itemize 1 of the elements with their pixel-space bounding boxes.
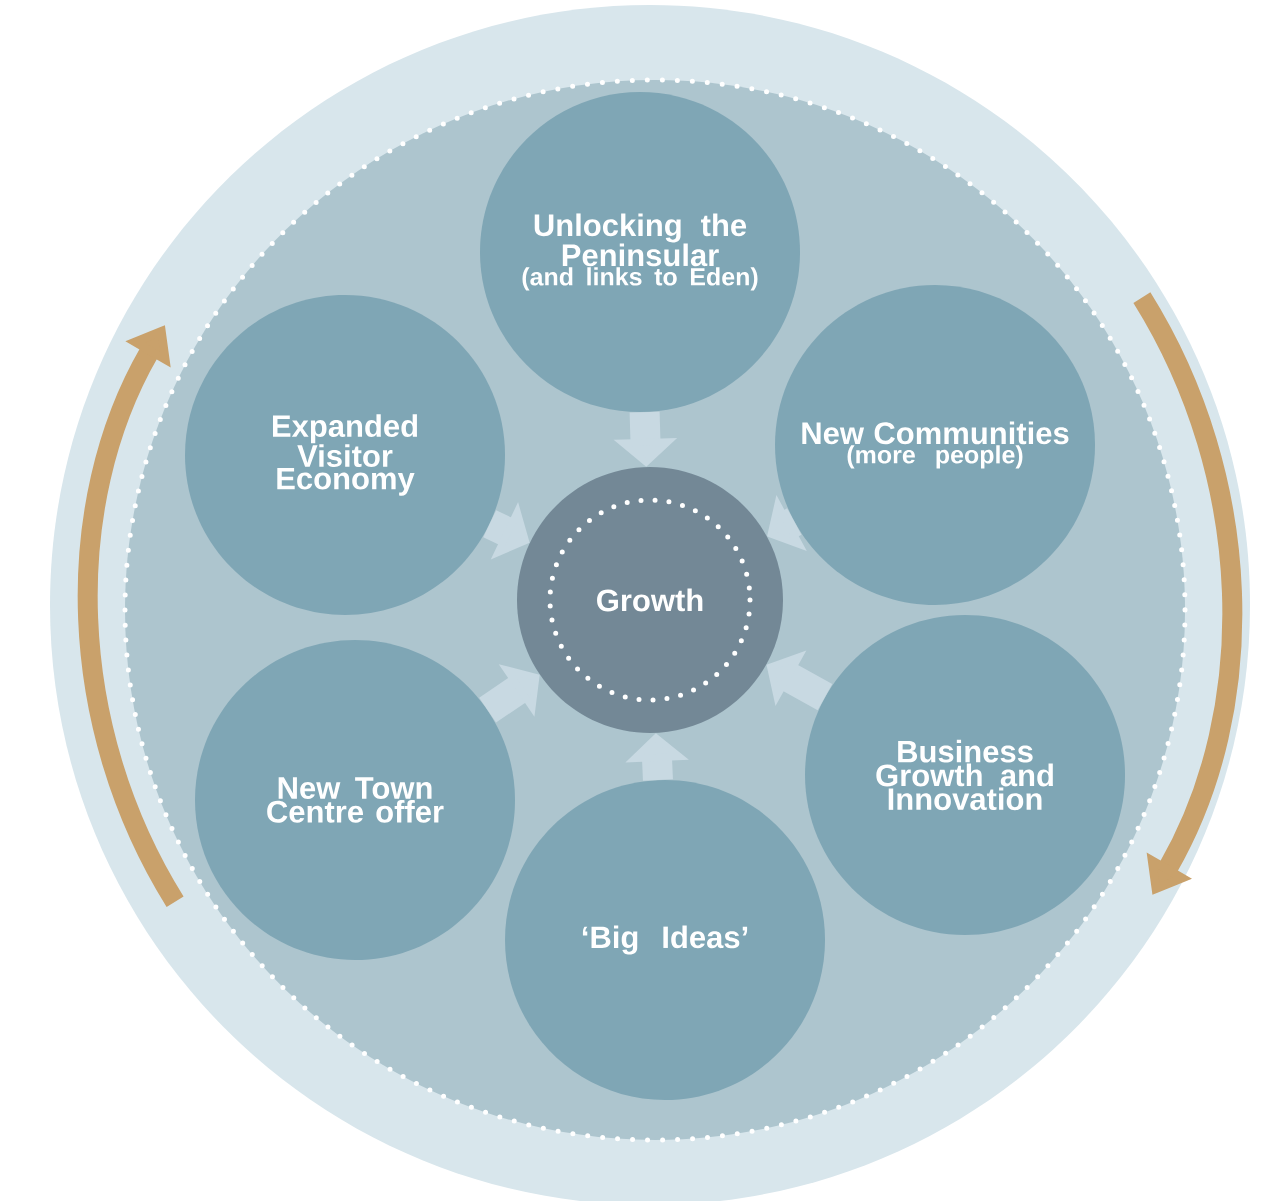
block-arrow: [479, 664, 540, 723]
